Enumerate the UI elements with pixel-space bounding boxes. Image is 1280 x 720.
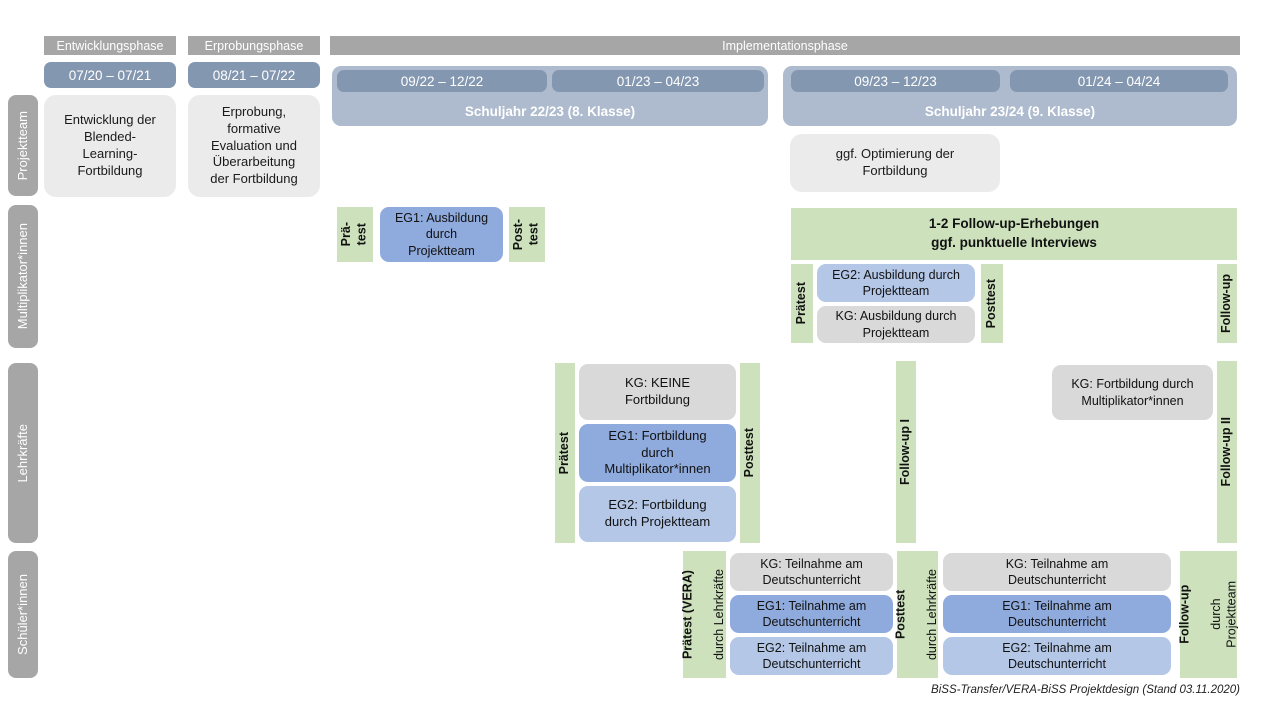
posttest-schueler-sub: durch Lehrkräfte bbox=[925, 568, 940, 661]
bar-posttest-multiplikatoren-2: Posttest bbox=[981, 264, 1003, 343]
box-erprobung-evaluation: Erprobung, formative Evaluation und Über… bbox=[188, 95, 320, 197]
box-eg1-ausbildung-projektteam: EG1: Ausbildung durch Projektteam bbox=[380, 207, 503, 262]
row-label-projektteam-text: Projektteam bbox=[14, 110, 30, 181]
phase-bar-implementationsphase: Implementationsphase bbox=[330, 36, 1240, 55]
row-label-lehrkraefte: Lehrkräfte bbox=[8, 363, 38, 543]
bar-praetest-multiplikatoren-1: Prä- test bbox=[337, 207, 373, 262]
bar-praetest-vera-schueler: Prätest (VERA) durch Lehrkräfte bbox=[681, 551, 727, 678]
bar-posttest-schueler: Posttest durch Lehrkräfte bbox=[894, 551, 940, 678]
bar-followup-schueler: Follow-up durch Projektteam bbox=[1177, 551, 1238, 678]
posttest-schueler-title: Posttest bbox=[894, 589, 909, 640]
date-range-0922-1222: 09/22 – 12/22 bbox=[337, 70, 547, 92]
bar-posttest-multiplikatoren-1: Post- test bbox=[509, 207, 545, 262]
bar-posttest-multiplikatoren-2-text: Posttest bbox=[984, 278, 999, 329]
row-label-multiplikatorinnen: Multiplikator*innen bbox=[8, 205, 38, 348]
box-kg-teilnahme-2: KG: Teilnahme am Deutschunterricht bbox=[943, 553, 1171, 591]
box-eg2-teilnahme-1: EG2: Teilnahme am Deutschunterricht bbox=[730, 637, 893, 675]
bar-followup-1-lehrkraefte: Follow-up I bbox=[896, 361, 916, 543]
row-label-schuelerinnen: Schüler*innen bbox=[8, 551, 38, 678]
phase-bar-erprobungsphase: Erprobungsphase bbox=[188, 36, 320, 55]
bar-praetest-multiplikatoren-1-text: Prä- test bbox=[339, 222, 369, 247]
box-eg1-fortbildung-multiplikatoren: EG1: Fortbildung durch Multiplikator*inn… bbox=[579, 424, 736, 482]
bar-praetest-lehrkraefte: Prätest bbox=[555, 363, 575, 543]
bar-praetest-multiplikatoren-2-text: Prätest bbox=[794, 282, 809, 325]
box-kg-ausbildung-projektteam: KG: Ausbildung durch Projektteam bbox=[817, 306, 975, 343]
box-eg1-teilnahme-1: EG1: Teilnahme am Deutschunterricht bbox=[730, 595, 893, 633]
date-range-0123-0423: 01/23 – 04/23 bbox=[552, 70, 764, 92]
box-eg2-ausbildung-projektteam: EG2: Ausbildung durch Projektteam bbox=[817, 264, 975, 302]
box-eg1-teilnahme-2: EG1: Teilnahme am Deutschunterricht bbox=[943, 595, 1171, 633]
date-range-0821-0722: 08/21 – 07/22 bbox=[188, 62, 320, 88]
box-eg2-teilnahme-2: EG2: Teilnahme am Deutschunterricht bbox=[943, 637, 1171, 675]
box-kg-fortbildung-multiplikatoren: KG: Fortbildung durch Multiplikator*inne… bbox=[1052, 365, 1213, 420]
bar-posttest-lehrkraefte-text: Posttest bbox=[742, 428, 757, 478]
date-range-0124-0424: 01/24 – 04/24 bbox=[1010, 70, 1228, 92]
box-followup-erhebungen: 1-2 Follow-up-Erhebungen ggf. punktuelle… bbox=[791, 208, 1237, 260]
box-entwicklung-blended-learning: Entwicklung der Blended- Learning- Fortb… bbox=[44, 95, 176, 197]
bar-followup-2-lehrkraefte: Follow-up II bbox=[1217, 361, 1237, 543]
bar-followup-1-text: Follow-up I bbox=[898, 419, 913, 485]
row-label-lehrkraefte-text: Lehrkräfte bbox=[14, 423, 30, 483]
date-range-0923-1223: 09/23 – 12/23 bbox=[791, 70, 1000, 92]
bar-praetest-lehrkraefte-text: Prätest bbox=[557, 431, 572, 475]
footer-caption: BiSS-Transfer/VERA-BiSS Projektdesign (S… bbox=[931, 684, 1240, 696]
bar-followup-multiplikatoren-text: Follow-up bbox=[1219, 273, 1234, 333]
date-range-0720-0721: 07/20 – 07/21 bbox=[44, 62, 176, 88]
row-label-projektteam: Projektteam bbox=[8, 95, 38, 196]
row-label-multiplikatorinnen-text: Multiplikator*innen bbox=[14, 223, 30, 330]
row-label-schuelerinnen-text: Schüler*innen bbox=[14, 574, 30, 655]
phase-bar-entwicklungsphase: Entwicklungsphase bbox=[44, 36, 176, 55]
followup-schueler-title: Follow-up bbox=[1177, 584, 1192, 644]
bar-posttest-multiplikatoren-1-text: Post- test bbox=[511, 218, 541, 251]
bar-praetest-multiplikatoren-2: Prätest bbox=[791, 264, 813, 343]
schoolyear-label-2223: Schuljahr 22/23 (8. Klasse) bbox=[464, 104, 636, 119]
praetest-vera-sub: durch Lehrkräfte bbox=[712, 568, 727, 661]
bar-followup-multiplikatoren: Follow-up bbox=[1217, 264, 1237, 343]
bar-followup-2-text: Follow-up II bbox=[1219, 417, 1234, 487]
box-eg2-fortbildung-projektteam: EG2: Fortbildung durch Projektteam bbox=[579, 486, 736, 542]
box-kg-teilnahme-1: KG: Teilnahme am Deutschunterricht bbox=[730, 553, 893, 591]
praetest-vera-title: Prätest (VERA) bbox=[681, 570, 696, 659]
schoolyear-label-2324: Schuljahr 23/24 (9. Klasse) bbox=[924, 104, 1096, 119]
followup-schueler-sub: durch Projektteam bbox=[1208, 581, 1239, 648]
box-optimierung-fortbildung: ggf. Optimierung der Fortbildung bbox=[790, 134, 1000, 192]
bar-followup-schueler-text: Follow-up durch Projektteam bbox=[1162, 581, 1256, 648]
bar-posttest-lehrkraefte: Posttest bbox=[740, 363, 760, 543]
box-kg-keine-fortbildung: KG: KEINE Fortbildung bbox=[579, 364, 736, 420]
